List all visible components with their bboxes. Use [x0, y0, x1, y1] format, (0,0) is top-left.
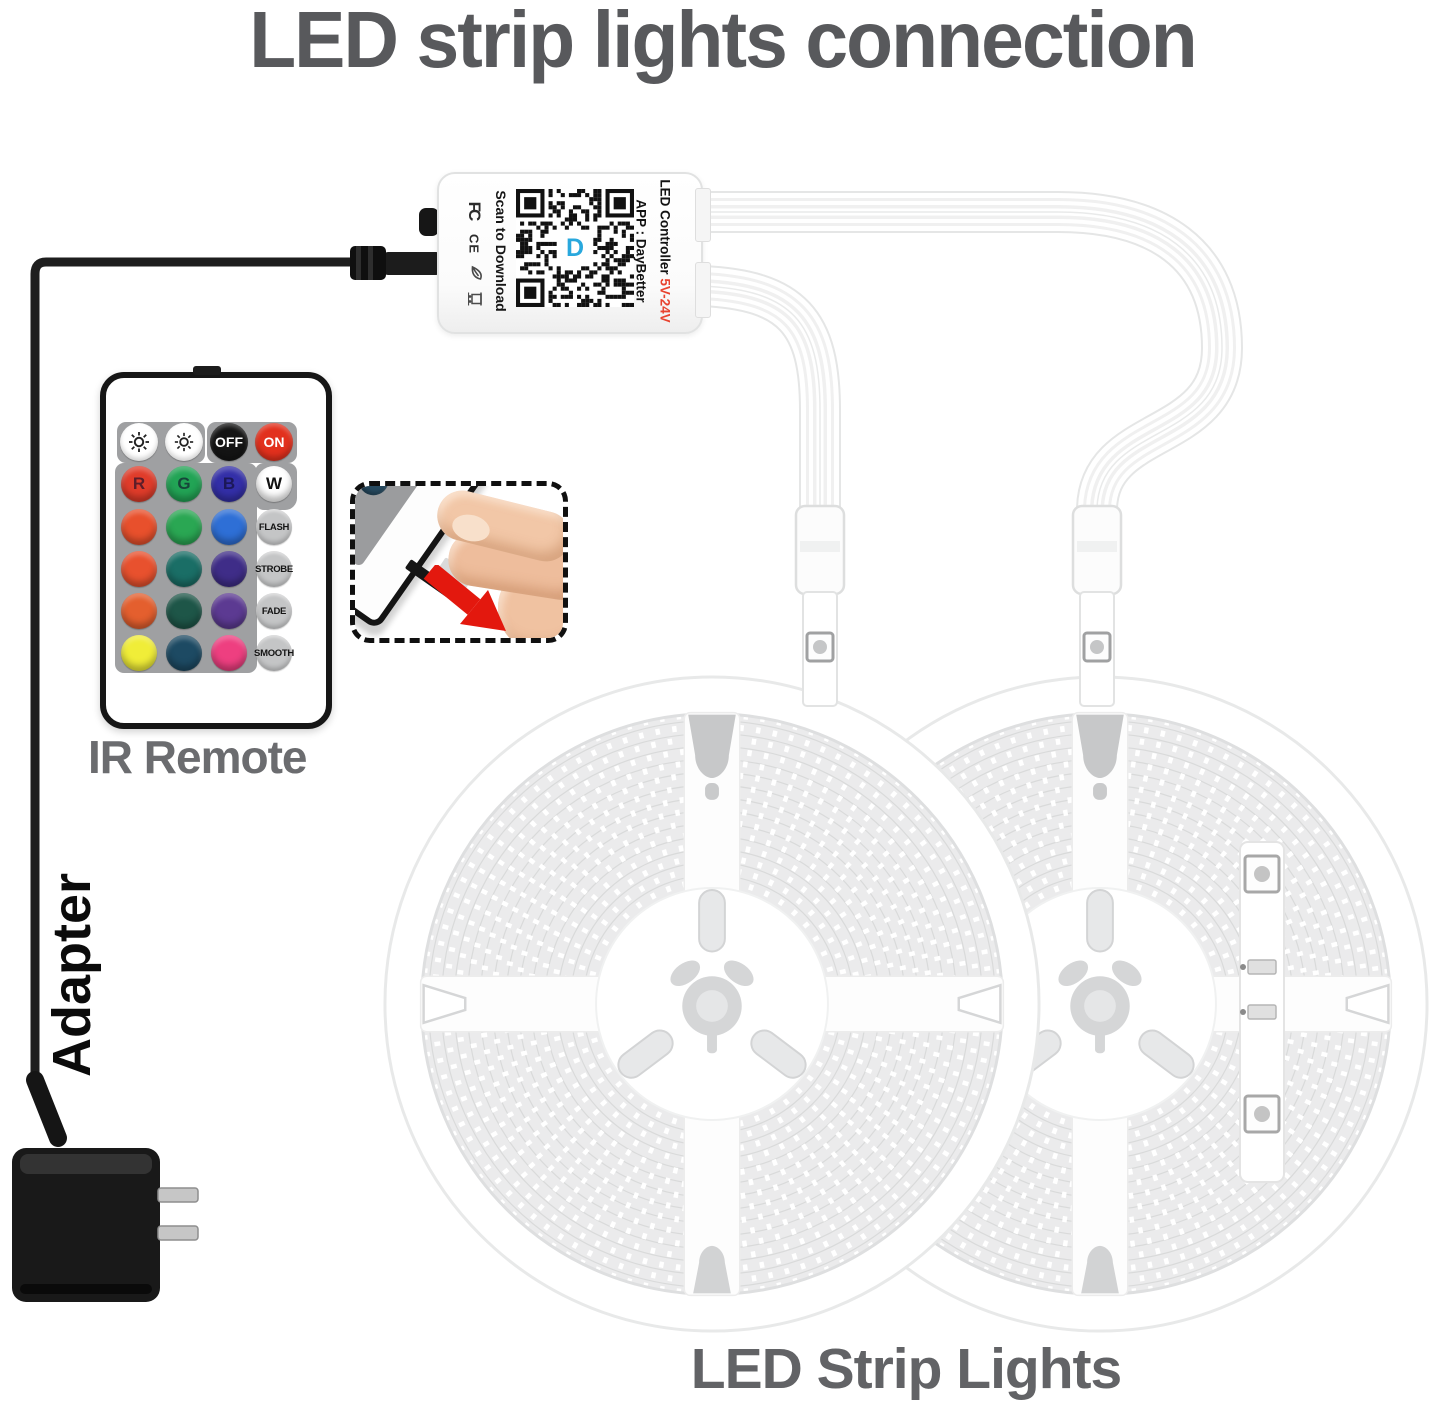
strip-connector-right: [1071, 504, 1123, 708]
remote-color-button: [166, 593, 202, 629]
ce-mark: CE: [466, 233, 482, 255]
page-title: LED strip lights connection: [249, 0, 1198, 84]
remote-button-g: G: [166, 466, 202, 502]
led-reel-left: [385, 677, 1039, 1331]
remote-button-strobe: STROBE: [255, 551, 293, 587]
remote-color-button: [166, 551, 202, 587]
on-button: ON: [255, 423, 293, 461]
ir-remote-label: IR Remote: [88, 731, 307, 783]
brightness-down-button: [165, 423, 203, 461]
controller-name-text: LED Controller 5V-24V: [657, 179, 673, 323]
remote-color-button: [211, 551, 247, 587]
dc-plug: [350, 208, 440, 280]
off-button: OFF: [210, 423, 248, 461]
qr-code: D: [516, 189, 634, 307]
remote-color-button: [121, 593, 157, 629]
voltage-text: 5V-24V: [657, 278, 673, 323]
remote-color-button: [211, 635, 247, 671]
power-adapter: [12, 1148, 199, 1302]
adapter-prongs: [157, 1187, 199, 1241]
remote-color-button: [121, 509, 157, 545]
fcc-mark: FC: [465, 201, 484, 219]
pull-arrow-icon: [423, 565, 506, 631]
battery-pull-inset: [350, 481, 568, 643]
brightness-up-icon: [129, 432, 149, 452]
mini-remote-button: [355, 486, 395, 502]
remote-color-button: [121, 635, 157, 671]
strip-connector-left: [794, 504, 846, 708]
controller-app-text: APP : DayBetter: [633, 199, 649, 303]
power-cable: [26, 257, 368, 1147]
output-port-2: [695, 262, 711, 318]
led-controller: FC CE Scan to Download D: [437, 172, 711, 334]
brightness-down-icon: [174, 432, 194, 452]
remote-button-smooth: SMOOTH: [254, 635, 294, 671]
remote-button-fade: FADE: [256, 593, 292, 629]
remote-color-button: [121, 551, 157, 587]
remote-color-button: [166, 635, 202, 671]
ribbon-cables: [700, 191, 1244, 511]
remote-color-button: [166, 509, 202, 545]
remote-button-flash: FLASH: [256, 509, 292, 545]
remote-color-button: [211, 593, 247, 629]
strip-tail: [1239, 841, 1285, 1183]
led-strips-label: LED Strip Lights: [690, 1337, 1122, 1401]
adapter-label: Adapter: [42, 872, 102, 1078]
output-port-1: [695, 188, 711, 242]
app-logo: D: [558, 231, 592, 265]
remote-button-b: B: [211, 466, 247, 502]
remote-color-button: [211, 509, 247, 545]
scan-to-download-text: Scan to Download: [493, 190, 509, 312]
weee-bin-icon: [463, 292, 485, 307]
leaf-icon: [464, 265, 485, 281]
ir-emitter: [193, 366, 221, 375]
remote-button-w: W: [256, 466, 292, 502]
remote-button-r: R: [121, 466, 157, 502]
brightness-up-button: [120, 423, 158, 461]
